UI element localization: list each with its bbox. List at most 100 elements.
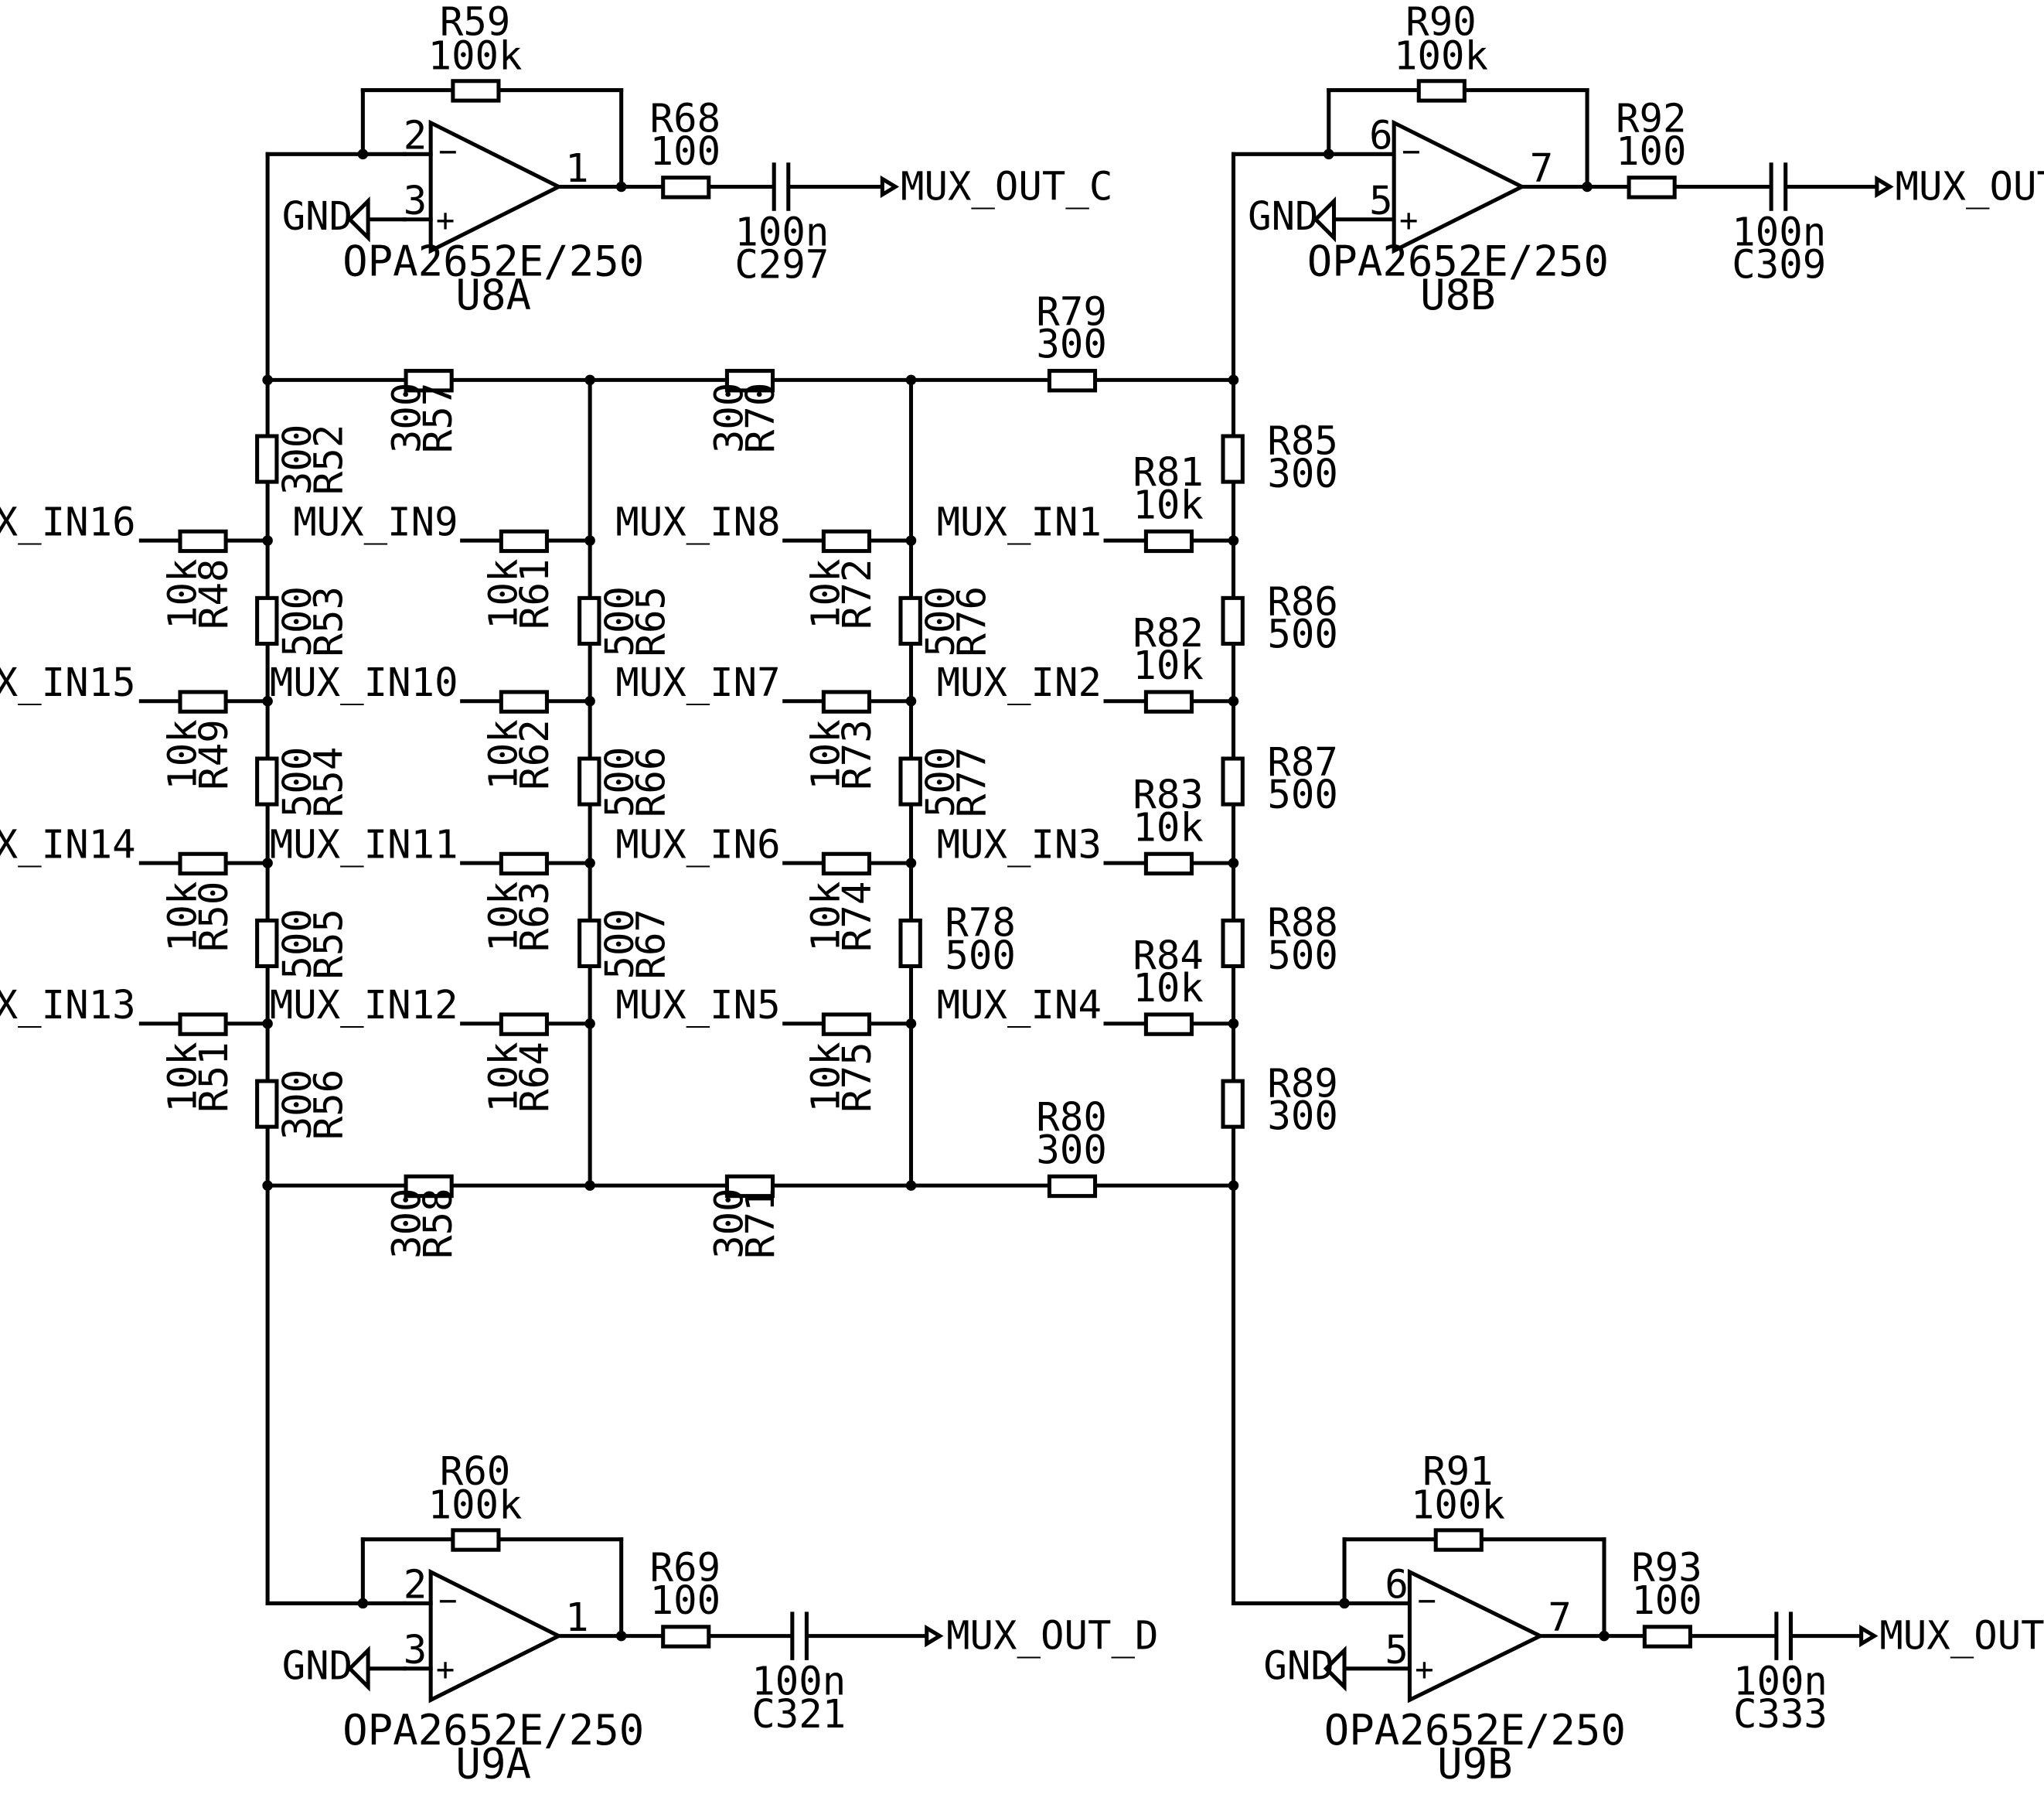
net-label: MUX_OUT_A xyxy=(1896,163,2044,209)
output-port-mux-out-a: MUX_OUT_A xyxy=(1875,163,2044,209)
capacitor-c333: 100n C333 xyxy=(1733,1612,1828,1737)
net-label: MUX_IN2 xyxy=(937,660,1102,705)
capacitor-value: 100n xyxy=(734,209,829,254)
resistor-value: 10k xyxy=(1133,965,1203,1011)
ground-u9b: GND xyxy=(1263,1642,1347,1692)
resistor-value: 300 xyxy=(274,425,320,495)
capacitor-value: 100n xyxy=(751,1659,846,1704)
resistor-reference: R76 xyxy=(949,586,995,657)
input-labels: MUX_IN16 MUX_IN15 MUX_IN14 MUX_IN13 MUX_… xyxy=(0,499,1102,1028)
resistor-value: 10k xyxy=(803,719,849,790)
resistor-value: 500 xyxy=(918,586,963,657)
resistor-reference: R78 xyxy=(945,900,1015,946)
resistor-r84: R84 10k xyxy=(1133,933,1204,1036)
net-label: MUX_OUT_B xyxy=(1879,1613,2044,1659)
resistor-reference: R60 xyxy=(440,1448,510,1494)
resistor-r63: 10k R63 xyxy=(481,851,557,952)
resistor-r76: 500 R76 xyxy=(898,586,995,657)
resistor-r51: 10k R51 xyxy=(159,1012,237,1113)
resistor-r60: R60 100k xyxy=(428,1448,523,1552)
resistor-value: 500 xyxy=(597,586,642,657)
opamp-minus-sign: − xyxy=(1402,132,1420,169)
opamp-u9a: − + 2 3 1 OPA2652E/250 U9A xyxy=(342,1562,644,1789)
resistor-value: 100 xyxy=(650,128,721,174)
resistor-reference: R83 xyxy=(1133,772,1203,817)
resistor-reference: R69 xyxy=(650,1545,721,1591)
resistor-value: 10k xyxy=(481,719,526,790)
resistor-reference: R66 xyxy=(628,747,673,817)
resistor-r48: 10k R48 xyxy=(159,529,237,629)
opamp-reference: U9B xyxy=(1437,1740,1513,1789)
net-label: MUX_IN5 xyxy=(615,982,780,1028)
resistor-value: 300 xyxy=(1036,322,1106,367)
resistor-reference: R85 xyxy=(1267,418,1337,464)
resistor-value: 500 xyxy=(1267,933,1337,978)
opamp-u8a: − + 2 3 1 OPA2652E/250 U8A xyxy=(342,113,644,320)
resistor-r91: R91 100k xyxy=(1411,1448,1505,1552)
resistor-r72: 10k R72 xyxy=(803,529,880,629)
resistor-r92: R92 100 xyxy=(1616,96,1687,200)
resistor-r54: 500 R54 xyxy=(255,747,351,817)
output-port-mux-out-b: MUX_OUT_B xyxy=(1859,1613,2044,1659)
capacitor-reference: C297 xyxy=(734,242,829,288)
resistor-reference: R72 xyxy=(834,559,880,629)
net-label: MUX_IN3 xyxy=(937,821,1102,867)
resistor-r73: 10k R73 xyxy=(803,690,880,790)
opamp-part-number: OPA2652E/250 xyxy=(1307,237,1609,285)
resistor-r75: 10k R75 xyxy=(803,1012,880,1113)
resistor-reference: R65 xyxy=(628,586,673,657)
resistor-r78: R78 500 xyxy=(898,900,1016,978)
output-port-mux-out-c: MUX_OUT_C xyxy=(880,163,1112,209)
opamp-part-number: OPA2652E/250 xyxy=(1324,1706,1626,1755)
resistor-r70: 300 R70 xyxy=(707,369,783,453)
resistor-value: 10k xyxy=(159,719,205,790)
capacitor-c321: 100n C321 xyxy=(751,1612,846,1737)
resistor-reference: R61 xyxy=(512,559,557,629)
resistor-value: 500 xyxy=(1267,612,1337,657)
resistor-reference: R90 xyxy=(1405,0,1476,45)
opamp-part-number: OPA2652E/250 xyxy=(342,237,644,285)
ground-u8b: GND xyxy=(1248,193,1337,243)
resistor-reference: R93 xyxy=(1631,1545,1702,1591)
resistor-value: 500 xyxy=(945,933,1015,978)
pin-number: 2 xyxy=(404,113,428,159)
opamp-u8b: − + 6 5 7 OPA2652E/250 U8B xyxy=(1307,113,1609,320)
resistor-value: 300 xyxy=(1267,1093,1337,1139)
resistor-value: 300 xyxy=(707,383,752,453)
pin-number: 7 xyxy=(1530,145,1554,191)
resistor-r55: 500 R55 xyxy=(255,909,351,980)
resistor-r58: 300 R58 xyxy=(384,1174,461,1259)
resistor-r52: 300 R52 xyxy=(255,425,351,495)
resistor-r57: 300 R57 xyxy=(384,369,461,453)
resistor-reference: R63 xyxy=(512,882,557,952)
ground-u8a: GND xyxy=(282,193,370,243)
resistor-reference: R52 xyxy=(305,425,351,495)
ground-label: GND xyxy=(1263,1642,1334,1688)
resistor-r65: 500 R65 xyxy=(577,586,673,657)
pin-number: 6 xyxy=(1369,113,1393,159)
resistor-reference: R55 xyxy=(305,909,351,979)
resistor-r62: 10k R62 xyxy=(481,690,557,790)
pin-number: 3 xyxy=(404,1627,428,1673)
resistor-value: 100k xyxy=(428,1482,523,1528)
pin-number: 2 xyxy=(404,1562,428,1608)
resistor-r90: R90 100k xyxy=(1394,0,1488,103)
ground-label: GND xyxy=(282,1642,353,1688)
resistor-r85: R85 300 xyxy=(1221,418,1338,496)
resistor-value: 10k xyxy=(1133,482,1203,527)
opamp-part-number: OPA2652E/250 xyxy=(342,1706,644,1755)
net-label: MUX_IN9 xyxy=(293,499,458,544)
resistor-value: 300 xyxy=(274,1069,320,1140)
resistor-reference: R59 xyxy=(440,0,510,45)
resistor-value: 300 xyxy=(1267,451,1337,496)
resistor-r67: 500 R67 xyxy=(577,909,673,980)
net-label: MUX_IN6 xyxy=(615,821,780,867)
resistor-reference: R79 xyxy=(1036,288,1106,334)
net-label: MUX_IN14 xyxy=(0,821,136,867)
resistor-r82: R82 10k xyxy=(1133,610,1204,714)
resistor-r79: R79 300 xyxy=(1036,288,1107,393)
resistor-r77: 500 R77 xyxy=(898,747,995,817)
net-label: MUX_IN10 xyxy=(270,660,458,705)
resistor-value: 300 xyxy=(707,1188,752,1258)
resistor-r74: 10k R74 xyxy=(803,851,880,952)
